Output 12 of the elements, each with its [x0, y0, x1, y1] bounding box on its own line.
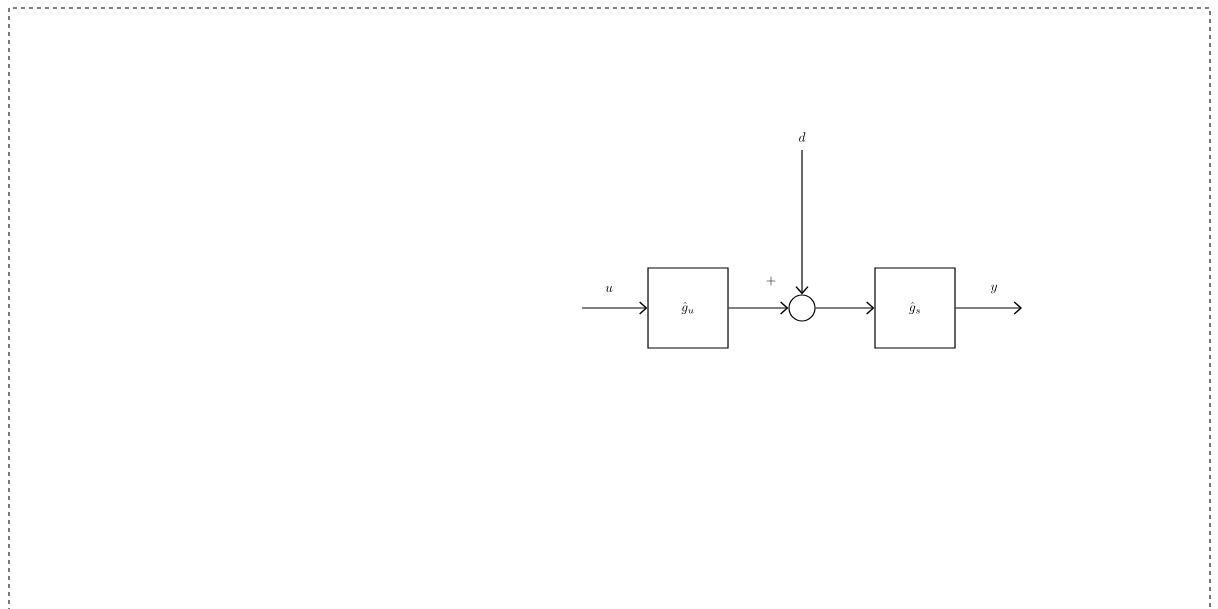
summing-junction: [788, 294, 816, 322]
arrow: [795, 149, 809, 295]
arrow: [955, 301, 1022, 315]
block-box: $\hat{g}_u$: [647, 267, 729, 349]
signal-label: $d$: [799, 132, 806, 142]
edge-label: $u$: [605, 285, 613, 292]
sign-label: $+$: [766, 276, 776, 286]
arrow: [728, 301, 789, 315]
arrow: [815, 301, 875, 315]
arrow: [581, 301, 648, 315]
edge-label: $y$: [990, 284, 998, 294]
block-box: $\hat{g}_s$: [874, 267, 956, 349]
